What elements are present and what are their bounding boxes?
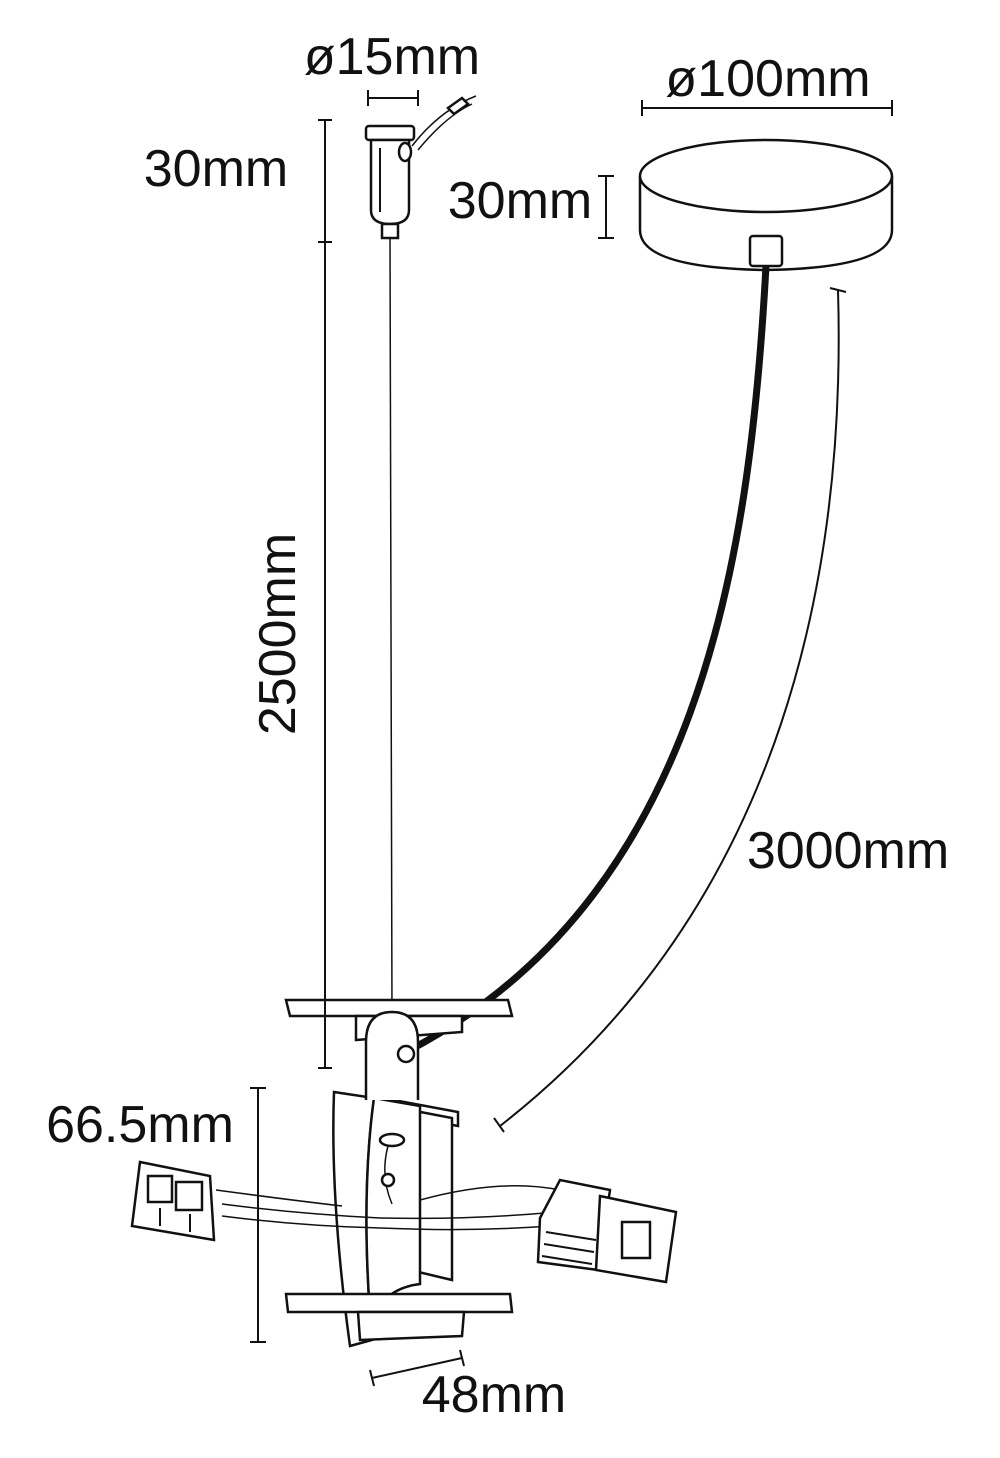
canopy-height-label: 30mm [448, 172, 592, 230]
dimension-wire-length [318, 242, 332, 1069]
connector-wire [221, 1203, 557, 1220]
dimension-adapter-width [369, 1349, 465, 1387]
dimension-canopy-height [598, 175, 614, 239]
cable-length-label: 3000mm [747, 822, 949, 880]
dimension-canopy-diameter [641, 100, 893, 116]
canopy-diameter-label: ø100mm [665, 50, 870, 108]
dimension-hook-height [318, 119, 332, 243]
hook-height-label: 30mm [144, 140, 288, 198]
adapter-height-label: 66.5mm [46, 1096, 234, 1154]
dimension-adapter-height [250, 1087, 266, 1343]
dimension-hook-diameter [367, 90, 419, 106]
connector-wire [221, 1215, 551, 1231]
wire-length-label: 2500mm [249, 533, 307, 735]
power-cable [404, 265, 770, 1056]
suspension-wire [389, 237, 393, 1019]
wire-connector-icon [536, 1178, 678, 1284]
hook-diameter-label: ø15mm [304, 28, 480, 86]
connector-wire [419, 1185, 561, 1201]
track-adapter-icon [284, 998, 514, 1348]
wire-connector-icon [130, 1160, 216, 1242]
connector-wire [215, 1189, 343, 1207]
adapter-width-label: 48mm [422, 1366, 566, 1424]
ceiling-canopy-icon [638, 138, 894, 272]
dimension-cable-length [493, 287, 847, 1133]
